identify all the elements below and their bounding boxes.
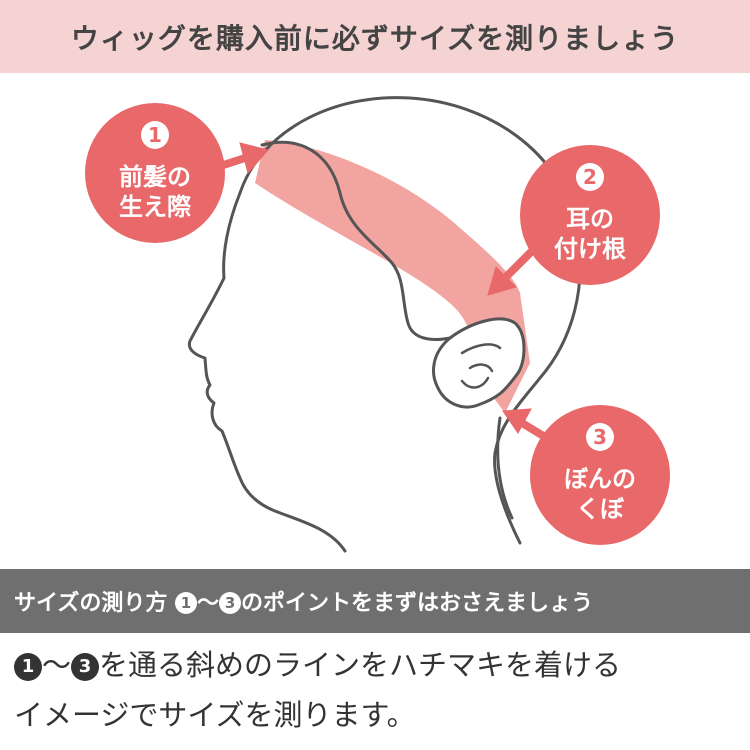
badge-2-line1: 耳の [566, 205, 614, 233]
face-outline [187, 191, 347, 553]
section-title: サイズの測り方 [14, 591, 168, 616]
description-line1-rest: を通る斜めのラインをハチマキを着ける [99, 648, 622, 682]
badge-1-line1: 前髪の [119, 163, 191, 191]
badge-2-number: 2 [583, 165, 597, 189]
neck-outline [496, 416, 514, 520]
measurement-band [255, 140, 530, 413]
header-banner: ウィッグを購入前に必ずサイズを測りましょう [0, 0, 750, 73]
badge-point-2: 2 耳の 付け根 [520, 145, 660, 285]
header-title: ウィッグを購入前に必ずサイズを測りましょう [70, 21, 680, 55]
description-line-2: イメージでサイズを測ります。 [14, 698, 416, 732]
badge-3-line2: くぼ [576, 495, 625, 523]
section-end-number: 3 [219, 592, 242, 614]
badge-3-line1: ぼんの [564, 465, 636, 493]
badge-1-number: 1 [148, 123, 162, 147]
section-rest: のポイントをまずはおさえましょう [241, 591, 594, 616]
hairline [260, 140, 452, 341]
badge-1-line2: 生え際 [119, 193, 191, 221]
ear-inner [460, 343, 502, 389]
badge-point-3: 3 ぼんの くぼ [530, 405, 670, 545]
badge-3-number: 3 [593, 425, 607, 449]
description-tilde: 〜 [42, 648, 72, 682]
description-start-number: 1 [14, 653, 42, 681]
badge-point-1: 1 前髪の 生え際 [85, 103, 225, 243]
head-diagram: 1 前髪の 生え際 2 耳の 付け根 3 ぼんの くぼ [0, 73, 750, 568]
section-tilde: 〜 [197, 591, 220, 616]
section-start-number: 1 [175, 592, 198, 614]
ear-outline [432, 317, 526, 409]
description-end-number: 3 [71, 653, 100, 681]
badge-2-line2: 付け根 [554, 235, 626, 263]
